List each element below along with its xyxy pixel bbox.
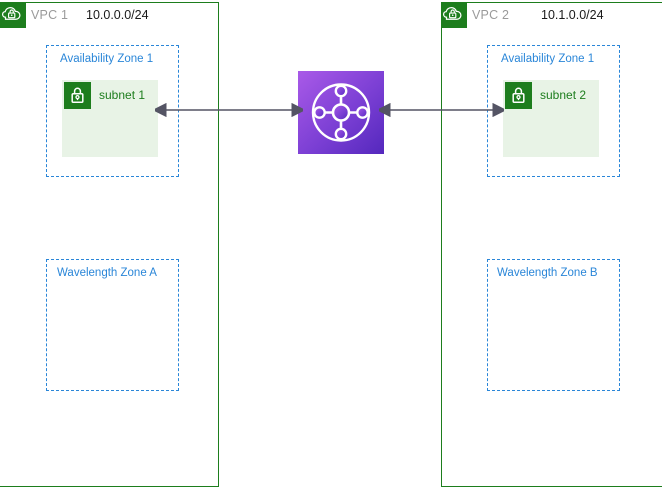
availability-zone-label-vpc2: Availability Zone 1 <box>501 53 595 65</box>
vpc-cidr-vpc1: 10.0.0.0/24 <box>86 8 149 22</box>
wavelength-zone-label-a: Wavelength Zone A <box>57 267 157 279</box>
subnet-label-subnet1: subnet 1 <box>99 88 146 102</box>
vpc-title-vpc2: VPC 2 <box>472 8 510 22</box>
connector-subnet1-to-transit-gateway <box>155 100 303 120</box>
vpc-cloud-lock-icon <box>441 2 467 28</box>
vpc-title-vpc1: VPC 1 <box>31 8 69 22</box>
connector-transit-gateway-to-subnet2 <box>379 100 504 120</box>
vpc-cloud-lock-icon <box>0 2 26 28</box>
wavelength-zone-box-a[interactable] <box>46 259 179 391</box>
transit-gateway-icon[interactable] <box>298 71 384 154</box>
vpc-cidr-vpc2: 10.1.0.0/24 <box>541 8 604 22</box>
availability-zone-label-vpc1: Availability Zone 1 <box>60 53 154 65</box>
wavelength-zone-label-b: Wavelength Zone B <box>497 267 598 279</box>
subnet-lock-icon <box>505 82 532 109</box>
subnet-lock-icon <box>64 82 91 109</box>
wavelength-zone-box-b[interactable] <box>487 259 620 391</box>
subnet-label-subnet2: subnet 2 <box>540 88 587 102</box>
